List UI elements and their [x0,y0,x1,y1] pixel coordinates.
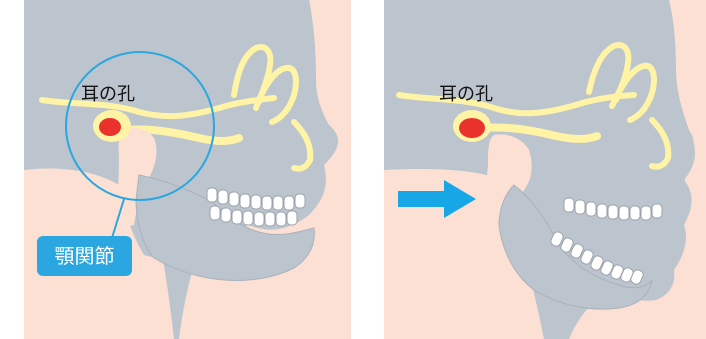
ear-canal-dot [99,118,121,136]
skull-illustration-closed: 顎関節 耳の孔 [24,0,351,339]
ear-label: 耳の孔 [439,84,493,105]
panel-jaw-open: 耳の孔 [384,0,706,339]
callout-label: 顎関節 [55,244,115,268]
panel-jaw-closed: 顎関節 耳の孔 [24,0,351,339]
ear-canal-dot [459,118,485,138]
ear-label: 耳の孔 [81,84,135,105]
skull-illustration-open: 耳の孔 [384,0,706,339]
